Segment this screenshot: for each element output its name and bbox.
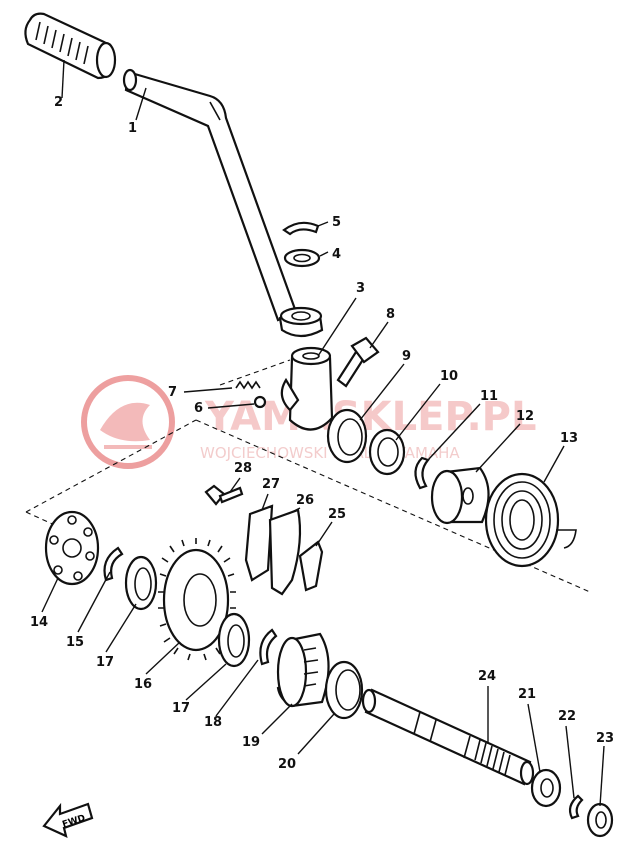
callout-11: 11 (480, 389, 498, 404)
part-kick-axle-24 (361, 688, 535, 786)
callout-25: 25 (328, 507, 346, 522)
callout-1: 1 (128, 121, 137, 136)
callout-14: 14 (30, 615, 48, 630)
callout-22: 22 (558, 709, 576, 724)
part-spring-7 (235, 380, 261, 390)
callout-23: 23 (596, 731, 614, 746)
part-spring-20 (324, 660, 364, 720)
callout-8: 8 (386, 307, 395, 322)
part-bolt-28 (204, 484, 244, 506)
callout-24: 24 (478, 669, 496, 684)
part-circlip-5 (282, 221, 320, 236)
part-grip (24, 12, 117, 80)
part-stopper-26 (268, 508, 302, 596)
part-clip-25 (298, 540, 324, 592)
part-torsion-spring-13 (484, 472, 577, 568)
callout-3: 3 (356, 281, 365, 296)
callout-19: 19 (242, 735, 260, 750)
callout-26: 26 (296, 493, 314, 508)
part-washer-17b (217, 612, 251, 668)
callout-27: 27 (262, 477, 280, 492)
callout-10: 10 (440, 369, 458, 384)
callout-18: 18 (204, 715, 222, 730)
callout-20: 20 (278, 757, 296, 772)
part-oil-seal-9 (326, 408, 368, 464)
callout-2: 2 (54, 95, 63, 110)
yamaha-logo-icon (81, 375, 175, 469)
part-circlip-11 (414, 456, 430, 490)
part-circlip-15 (103, 546, 124, 582)
part-washer-4 (283, 248, 321, 268)
part-circlip-18 (259, 628, 278, 666)
part-kick-crank (122, 68, 298, 322)
callout-13: 13 (560, 431, 578, 446)
callout-6: 6 (194, 401, 203, 416)
part-spring-guide-12 (430, 466, 490, 525)
part-washer-17a (124, 555, 158, 611)
part-washer-10 (368, 428, 406, 476)
callout-17a: 17 (96, 655, 114, 670)
callout-5: 5 (332, 215, 341, 230)
callout-17b: 17 (172, 701, 190, 716)
callout-7: 7 (168, 385, 177, 400)
part-circlip-22 (568, 794, 584, 820)
callout-16: 16 (134, 677, 152, 692)
part-washer-21 (530, 768, 562, 808)
part-ball-6 (253, 395, 267, 409)
callout-4: 4 (332, 247, 341, 262)
leader-lines (41, 59, 605, 807)
part-plate-27 (244, 504, 274, 582)
callout-12: 12 (516, 409, 534, 424)
part-plate-14 (44, 510, 100, 586)
callout-15: 15 (66, 635, 84, 650)
callout-21: 21 (518, 687, 536, 702)
callouts: 2 1 5 4 3 8 9 10 11 12 13 7 6 28 27 26 2… (30, 95, 614, 772)
part-washer-23 (586, 802, 614, 838)
part-ratchet-wheel-19 (276, 632, 330, 708)
fwd-arrow-icon: FWD (42, 802, 94, 838)
callout-9: 9 (402, 349, 411, 364)
part-kick-boss (278, 306, 334, 431)
part-kick-gear-16 (158, 538, 236, 661)
callout-28: 28 (234, 461, 252, 476)
part-bolt-8 (336, 336, 380, 388)
